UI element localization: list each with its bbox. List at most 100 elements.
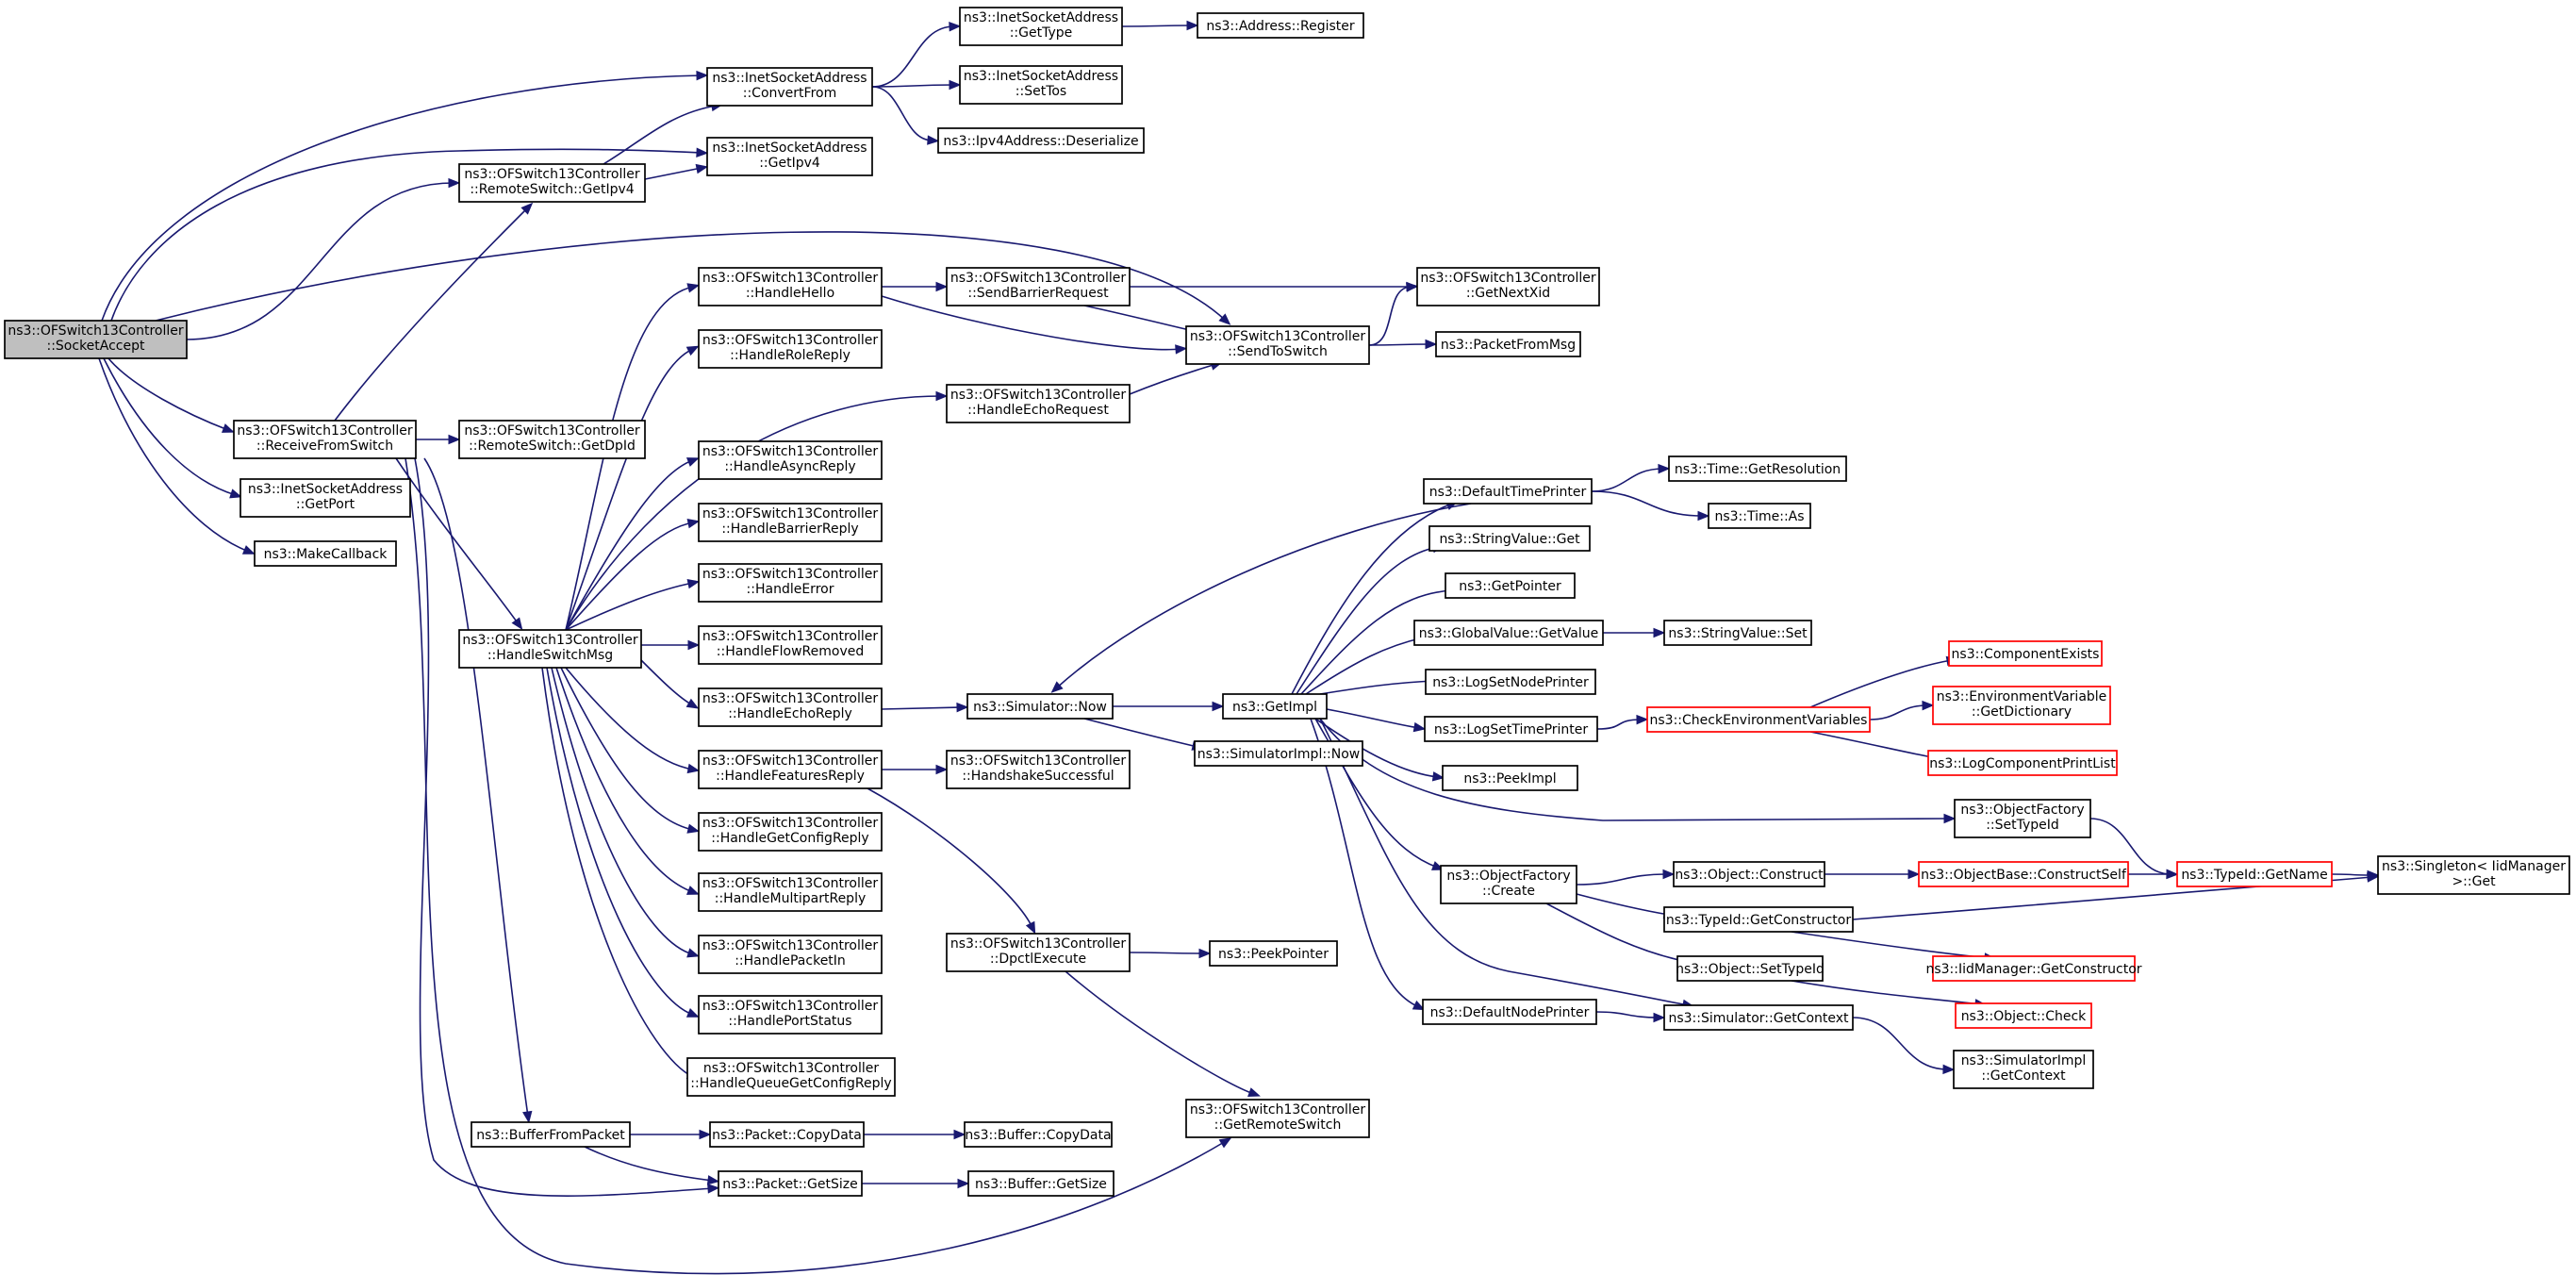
function-node-box	[966, 693, 1114, 720]
function-node[interactable]: ns3::Simulator::Now	[966, 693, 1114, 720]
function-node-box	[959, 65, 1123, 105]
function-node-label: ::GetType	[1010, 25, 1073, 41]
function-node[interactable]: ns3::SimulatorImpl::Now	[1194, 740, 1363, 767]
edge-arrowhead	[520, 202, 534, 215]
call-edge-line	[1083, 305, 1198, 333]
function-node[interactable]: ns3::OFSwitch13Controller::HandleHello	[698, 267, 883, 306]
function-node[interactable]: ns3::PeekImpl	[1442, 765, 1578, 791]
function-node-label: ::GetRemoteSwitch	[1214, 1118, 1342, 1133]
function-node[interactable]: ns3::GlobalValue::GetValue	[1413, 620, 1604, 646]
function-node[interactable]: ns3::OFSwitch13Controller::DpctlExecute	[946, 933, 1131, 972]
function-node[interactable]: ns3::ComponentExists	[1948, 640, 2103, 667]
function-node[interactable]: ns3::ObjectBase::ConstructSelf	[1918, 861, 2129, 887]
function-node[interactable]: ns3::OFSwitch13Controller::HandleAsyncRe…	[698, 440, 883, 480]
function-node[interactable]: ns3::OFSwitch13Controller::HandleFlowRem…	[698, 625, 883, 665]
function-node[interactable]: ns3::Buffer::GetSize	[967, 1170, 1115, 1197]
function-node[interactable]: ns3::SimulatorImpl::GetContext	[1953, 1050, 2094, 1089]
function-node[interactable]: ns3::OFSwitch13Controller::GetNextXid	[1416, 267, 1600, 306]
function-node-label: ::GetIpv4	[759, 156, 820, 171]
function-node[interactable]: ns3::OFSwitch13Controller::HandleRoleRep…	[698, 329, 883, 369]
function-node[interactable]: ns3::OFSwitch13Controller::HandleEchoReq…	[946, 384, 1131, 423]
function-node-box	[1445, 572, 1576, 599]
function-node[interactable]: ns3::Address::Register	[1197, 12, 1364, 39]
function-node-label: ns3::LogSetNodePrinter	[1432, 675, 1589, 690]
function-node[interactable]: ns3::OFSwitch13Controller::HandleBarrier…	[698, 503, 883, 542]
function-node[interactable]: ns3::PacketFromMsg	[1435, 331, 1581, 357]
function-node[interactable]: ns3::OFSwitch13Controller::SocketAccept	[4, 320, 188, 359]
function-node[interactable]: ns3::Ipv4Address::Deserialize	[937, 127, 1145, 154]
function-node[interactable]: ns3::OFSwitch13Controller::HandleFeature…	[698, 750, 883, 789]
function-node-label: ::HandshakeSuccessful	[962, 769, 1114, 784]
function-node[interactable]: ns3::OFSwitch13Controller::RemoteSwitch:…	[458, 163, 646, 203]
function-node[interactable]: ns3::OFSwitch13Controller::GetRemoteSwit…	[1185, 1099, 1370, 1138]
call-edge-line	[1296, 546, 1439, 695]
function-node[interactable]: ns3::IidManager::GetConstructor	[1925, 955, 2142, 982]
function-node[interactable]: ns3::PeekPointer	[1209, 940, 1338, 967]
function-node[interactable]: ns3::OFSwitch13Controller::HandleError	[698, 563, 883, 603]
function-node[interactable]: ns3::Object::Construct	[1673, 861, 1825, 887]
function-node-label: ::HandleQueueGetConfigReply	[690, 1076, 891, 1091]
call-edge	[565, 518, 701, 631]
function-node[interactable]: ns3::OFSwitch13Controller::HandleQueueGe…	[686, 1057, 896, 1097]
edge-arrowhead	[707, 1184, 720, 1194]
function-node[interactable]: ns3::MakeCallback	[254, 540, 397, 567]
function-node[interactable]: ns3::OFSwitch13Controller::ReceiveFromSw…	[233, 420, 417, 459]
function-node[interactable]: ns3::InetSocketAddress::GetPort	[239, 478, 411, 518]
function-node[interactable]: ns3::StringValue::Set	[1663, 620, 1812, 646]
function-node[interactable]: ns3::OFSwitch13Controller::HandleGetConf…	[698, 812, 883, 852]
function-node-box	[1663, 906, 1854, 933]
function-node[interactable]: ns3::OFSwitch13Controller::HandshakeSucc…	[946, 750, 1131, 789]
function-node[interactable]: ns3::Time::As	[1708, 503, 1811, 529]
function-node[interactable]: ns3::InetSocketAddress::GetType	[959, 7, 1123, 46]
function-node[interactable]: ns3::BufferFromPacket	[471, 1121, 631, 1148]
function-node[interactable]: ns3::ObjectFactory::Create	[1440, 865, 1577, 904]
function-node[interactable]: ns3::OFSwitch13Controller::SendToSwitch	[1185, 325, 1370, 365]
function-node[interactable]: ns3::OFSwitch13Controller::HandlePacketI…	[698, 935, 883, 974]
function-node-label: ns3::InetSocketAddress	[964, 10, 1118, 25]
function-node[interactable]: ns3::LogSetNodePrinter	[1425, 669, 1596, 695]
function-node[interactable]: ns3::CheckEnvironmentVariables	[1646, 706, 1871, 733]
function-node[interactable]: ns3::InetSocketAddress::SetTos	[959, 65, 1123, 105]
function-node-label: ns3::IidManager::GetConstructor	[1925, 962, 2141, 977]
function-node[interactable]: ns3::Object::SetTypeId	[1676, 955, 1825, 982]
call-edge	[560, 667, 701, 834]
function-node[interactable]: ns3::Object::Check	[1955, 1002, 2092, 1029]
function-node[interactable]: ns3::LogSetTimePrinter	[1424, 716, 1598, 742]
function-node[interactable]: ns3::ObjectFactory::SetTypeId	[1954, 799, 2091, 838]
function-node[interactable]: ns3::Packet::CopyData	[709, 1121, 865, 1148]
function-node-box	[718, 1170, 863, 1197]
function-node[interactable]: ns3::InetSocketAddress::ConvertFrom	[706, 67, 873, 107]
function-node[interactable]: ns3::GetImpl	[1222, 693, 1328, 720]
call-edge-line	[1869, 704, 1928, 720]
function-node[interactable]: ns3::DefaultNodePrinter	[1422, 999, 1597, 1025]
call-edge	[103, 357, 242, 499]
function-node[interactable]: ns3::TypeId::GetName	[2176, 861, 2333, 887]
edge-arrowhead	[241, 545, 256, 555]
function-node[interactable]: ns3::LogComponentPrintList	[1927, 750, 2118, 776]
function-node[interactable]: ns3::EnvironmentVariable::GetDictionary	[1932, 686, 2111, 725]
function-node-label: ns3::OFSwitch13Controller	[702, 999, 879, 1014]
function-node[interactable]: ns3::OFSwitch13Controller::HandlePortSta…	[698, 995, 883, 1035]
function-node-box	[1197, 12, 1364, 39]
function-node[interactable]: ns3::InetSocketAddress::GetIpv4	[706, 137, 873, 176]
function-node[interactable]: ns3::Time::GetResolution	[1668, 455, 1847, 482]
call-edge-line	[871, 84, 955, 88]
function-node-box	[698, 329, 883, 369]
edge-arrowhead	[1186, 20, 1199, 31]
function-node[interactable]: ns3::OFSwitch13Controller::HandleMultipa…	[698, 872, 883, 912]
function-node[interactable]: ns3::Packet::GetSize	[718, 1170, 863, 1197]
function-node-label: ::SendToSwitch	[1228, 344, 1328, 359]
function-node[interactable]: ns3::DefaultTimePrinter	[1423, 478, 1593, 505]
function-node-label: ns3::ObjectBase::ConstructSelf	[1921, 868, 2127, 883]
function-node[interactable]: ns3::TypeId::GetConstructor	[1663, 906, 1854, 933]
function-node[interactable]: ns3::GetPointer	[1445, 572, 1576, 599]
function-node[interactable]: ns3::StringValue::Get	[1428, 525, 1591, 552]
function-node[interactable]: ns3::Buffer::CopyData	[964, 1121, 1113, 1148]
call-edge	[1121, 20, 1199, 31]
function-node[interactable]: ns3::OFSwitch13Controller::SendBarrierRe…	[946, 267, 1131, 306]
function-node[interactable]: ns3::OFSwitch13Controller::HandleEchoRep…	[698, 687, 883, 727]
function-node[interactable]: ns3::Simulator::GetContext	[1663, 1004, 1854, 1031]
function-node[interactable]: ns3::OFSwitch13Controller::HandleSwitchM…	[458, 629, 642, 669]
function-node[interactable]: ns3::OFSwitch13Controller::RemoteSwitch:…	[458, 420, 646, 459]
function-node[interactable]: ns3::Singleton< IidManager >::Get	[2377, 855, 2570, 895]
